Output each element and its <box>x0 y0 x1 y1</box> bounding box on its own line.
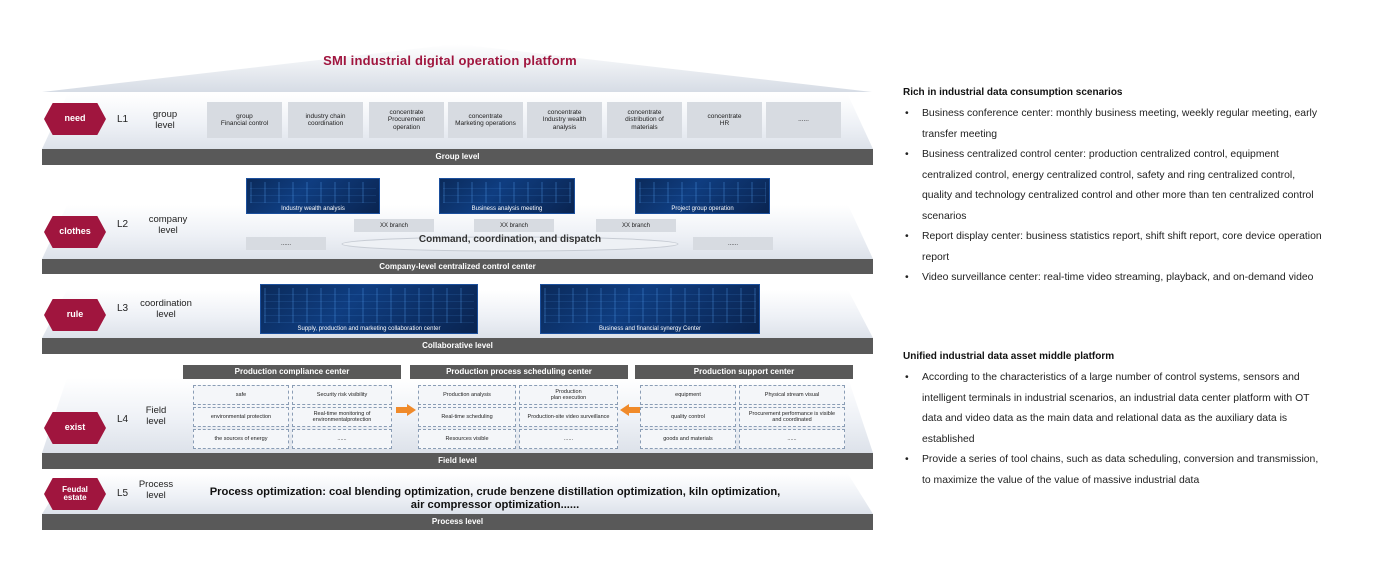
screen-industry-wealth[interactable]: Industry wealth analysis <box>246 178 380 214</box>
branch-box-1[interactable]: XX branch <box>354 219 434 232</box>
list-item: Business centralized control center: pro… <box>903 145 1328 227</box>
center-scheduling-title: Production process scheduling center <box>410 365 628 379</box>
scenarios-panel: Rich in industrial data consumption scen… <box>903 87 1328 289</box>
list-item: Provide a series of tool chains, such as… <box>903 450 1328 491</box>
l2-badge: clothes <box>44 216 106 248</box>
l3-code: L3 <box>117 303 129 314</box>
cell-video-surveillance[interactable]: Production-site video surveillance <box>519 407 618 427</box>
center-compliance-title: Production compliance center <box>183 365 401 379</box>
process-optimization-text: Process optimization: coal blending opti… <box>209 486 781 511</box>
cell-goods-materials[interactable]: goods and materials <box>640 429 736 449</box>
l4-code: L4 <box>117 414 129 425</box>
cell-resources-visible[interactable]: Resources visible <box>418 429 516 449</box>
center-support-title: Production support center <box>635 365 853 379</box>
screen-project-group[interactable]: Project group operation <box>635 178 770 214</box>
l1-bar: Group level <box>42 149 873 165</box>
arrow-left-icon <box>620 404 640 416</box>
cell-quality-control[interactable]: quality control <box>640 407 736 427</box>
l4-badge: exist <box>44 412 106 444</box>
cell-production-analysis[interactable]: Production analysis <box>418 385 516 405</box>
l3-badge: rule <box>44 299 106 331</box>
architecture-diagram: SMI industrial digital operation platfor… <box>42 44 873 530</box>
cell-physical-stream[interactable]: Physical stream visual <box>739 385 845 405</box>
l5-bar: Process level <box>42 514 873 530</box>
data-platform-title: Unified industrial data asset middle pla… <box>903 351 1115 362</box>
command-ellipse <box>341 236 679 252</box>
screen-supply-collaboration[interactable]: Supply, production and marketing collabo… <box>260 284 478 334</box>
cell-security-risk[interactable]: Security risk visibility <box>292 385 392 405</box>
list-item: Video surveillance center: real-time vid… <box>903 268 1328 289</box>
arrow-right-icon <box>396 404 416 416</box>
l1-box-more[interactable]: ...... <box>766 102 841 138</box>
list-item: Business conference center: monthly busi… <box>903 104 1328 145</box>
branch-box-2[interactable]: XX branch <box>474 219 554 232</box>
cell-more-3[interactable]: ...... <box>739 429 845 449</box>
cell-safe[interactable]: safe <box>193 385 289 405</box>
cell-environmental[interactable]: environmental protection <box>193 407 289 427</box>
data-platform-list: According to the characteristics of a la… <box>903 368 1328 491</box>
l5-platform <box>42 474 873 514</box>
l2-bar: Company-level centralized control center <box>42 259 873 274</box>
l5-code: L5 <box>117 488 129 499</box>
list-item: According to the characteristics of a la… <box>903 368 1328 450</box>
screen-business-financial[interactable]: Business and financial synergy Center <box>540 284 760 334</box>
cell-realtime-scheduling[interactable]: Real-time scheduling <box>418 407 516 427</box>
side-box-right[interactable]: ...... <box>693 237 773 250</box>
cell-energy[interactable]: the sources of energy <box>193 429 289 449</box>
scenarios-title: Rich in industrial data consumption scen… <box>903 87 1123 98</box>
cell-equipment[interactable]: equipment <box>640 385 736 405</box>
branch-box-3[interactable]: XX branch <box>596 219 676 232</box>
cell-more-2[interactable]: ...... <box>519 429 618 449</box>
l2-code: L2 <box>117 219 129 230</box>
l3-bar: Collaborative level <box>42 338 873 354</box>
cell-more-1[interactable]: ...... <box>292 429 392 449</box>
l1-code: L1 <box>117 114 129 125</box>
side-box-left[interactable]: ...... <box>246 237 326 250</box>
screen-business-meeting[interactable]: Business analysis meeting <box>439 178 575 214</box>
list-item: Report display center: business statisti… <box>903 227 1328 268</box>
data-platform-panel: Unified industrial data asset middle pla… <box>903 351 1328 491</box>
platform-title: SMI industrial digital operation platfor… <box>323 53 577 68</box>
platform-roof <box>42 44 872 92</box>
command-label: Command, coordination, and dispatch <box>418 234 602 245</box>
l4-bar: Field level <box>42 453 873 469</box>
l1-badge: need <box>44 103 106 135</box>
scenarios-list: Business conference center: monthly busi… <box>903 104 1328 289</box>
